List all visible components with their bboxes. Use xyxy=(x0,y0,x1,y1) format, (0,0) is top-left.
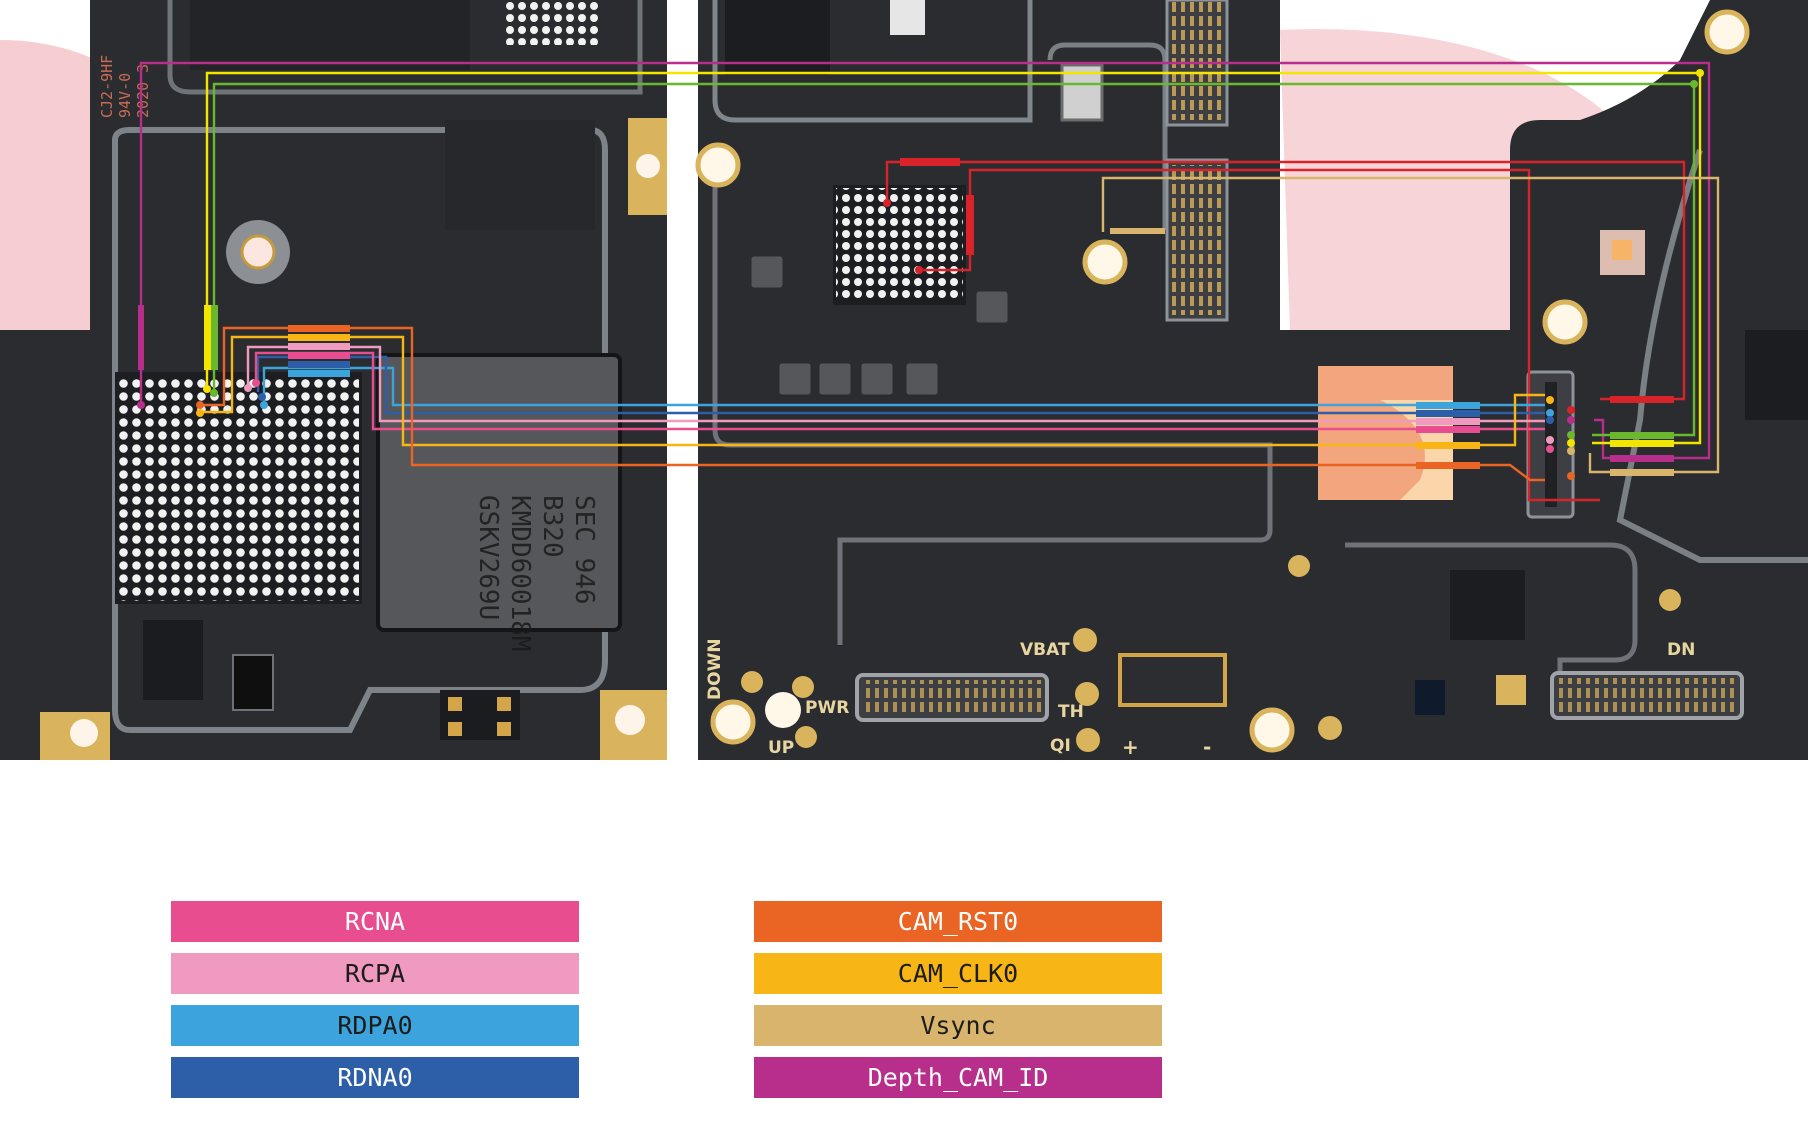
trace-vcam10-pmu xyxy=(919,168,1600,502)
soc-label-bars xyxy=(138,305,350,377)
right-board xyxy=(698,0,1808,760)
memory-chip xyxy=(376,353,622,632)
trace-rcna xyxy=(254,351,1545,431)
label-bar-scl4 xyxy=(211,305,218,370)
silk-minus: - xyxy=(1203,735,1212,759)
legend-label: Vsync xyxy=(920,1011,996,1040)
trace-sda4 xyxy=(205,71,1702,445)
silk-plus: + xyxy=(1122,735,1139,759)
trace-scl4 xyxy=(212,82,1696,437)
conn-bar-scl4 xyxy=(1610,432,1674,439)
silk-th: TH xyxy=(1058,702,1084,722)
trace-rdna0 xyxy=(256,355,1545,415)
label-bar-depth-cam-id xyxy=(138,305,144,370)
legend-item-vsync: Vsync xyxy=(754,1005,1162,1046)
legend-item-rdpa0: RDPA0 xyxy=(171,1005,579,1046)
conn-bar-rdna0 xyxy=(1416,410,1480,417)
pad-dots xyxy=(137,69,1704,480)
legend-label: Depth_CAM_ID xyxy=(867,1063,1049,1092)
label-bar-rcna xyxy=(288,352,350,359)
silk-qi: QI xyxy=(1050,736,1071,756)
legend-label: RDNA0 xyxy=(337,1063,413,1092)
label-bar-rdpa0 xyxy=(288,370,350,377)
trace-cam-clk0 xyxy=(200,335,1545,447)
legend-item-cam-clk0: CAM_CLK0 xyxy=(754,953,1162,994)
trace-cam-rst0 xyxy=(200,326,1545,482)
legend-item-cam-rst0: CAM_RST0 xyxy=(754,901,1162,942)
trace-overlay xyxy=(137,61,1720,502)
silk-dn: DN xyxy=(1667,640,1696,660)
legend-label: CAM_CLK0 xyxy=(897,959,1019,988)
legend-item-rdna0: RDNA0 xyxy=(171,1057,579,1098)
pcb-boards xyxy=(0,0,1808,760)
conn-bar-cam-clk0 xyxy=(1416,442,1480,449)
trace-depth-cam-id xyxy=(139,61,1711,460)
legend-label: CAM_RST0 xyxy=(897,907,1019,936)
legend-item-rcpa: RCPA xyxy=(171,953,579,994)
conn-bar-cam-rst0 xyxy=(1416,462,1480,469)
label-bar-rdna0 xyxy=(288,361,350,368)
label-bar-cam-rst0 xyxy=(288,325,350,332)
label-bar-cam-clk0 xyxy=(288,334,350,341)
conn-bar-rcna xyxy=(1416,426,1480,433)
label-bar-rcpa xyxy=(288,343,350,350)
silk-pwr: PWR xyxy=(805,698,850,718)
legend-label: RCPA xyxy=(344,959,406,988)
mid-bar-vcam10-pmu xyxy=(966,195,974,255)
legend-label: RCNA xyxy=(344,907,406,936)
silk-vbat: VBAT xyxy=(1020,640,1070,660)
trace-vcama2-pmu xyxy=(885,160,1686,401)
conn-bar-sda4 xyxy=(1610,440,1674,447)
legend-label: RDPA0 xyxy=(337,1011,413,1040)
silk-up: UP xyxy=(768,738,795,758)
conn-bar-vcam10-pmu xyxy=(1610,396,1674,403)
legend-item-rcna: RCNA xyxy=(171,901,579,942)
trace-vsync xyxy=(1101,176,1720,474)
label-bar-sda4 xyxy=(204,305,211,370)
conn-bar-rdpa0 xyxy=(1416,402,1480,409)
conn-bar-vsync xyxy=(1610,469,1674,476)
conn-bar-depth-cam-id xyxy=(1610,455,1674,462)
mid-bar-vsync xyxy=(1110,228,1165,234)
mid-bar-vcama2-pmu xyxy=(900,158,960,166)
connector-left-label-bars xyxy=(1416,402,1480,469)
legend-item-depth-cam-id: Depth_CAM_ID xyxy=(754,1057,1162,1098)
trace-rdpa0 xyxy=(262,366,1545,407)
connector-right-label-bars xyxy=(900,158,1674,476)
conn-bar-rcpa xyxy=(1416,418,1480,425)
trace-rcpa xyxy=(246,345,1545,423)
